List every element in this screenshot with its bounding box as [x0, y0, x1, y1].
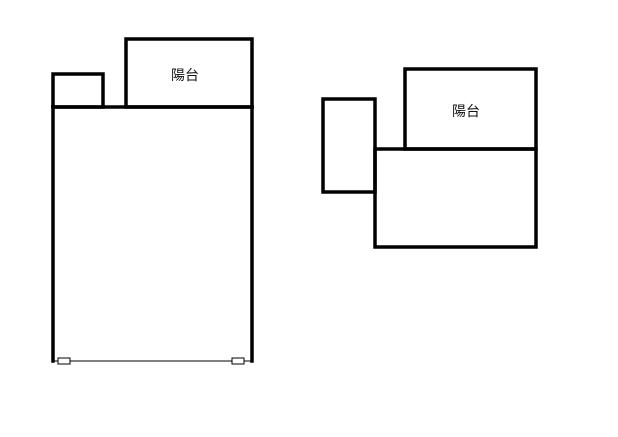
main-room-wall	[373, 147, 538, 249]
floor-plan-left: 陽台	[51, 37, 254, 365]
door-jamb-right	[231, 357, 245, 365]
door-jamb-left	[57, 357, 71, 365]
small-room-wall	[51, 72, 105, 109]
side-room-wall	[321, 97, 377, 194]
balcony-label: 陽台	[171, 68, 199, 84]
floor-plan-right: 陽台	[321, 67, 538, 249]
balcony-label: 陽台	[452, 104, 480, 120]
